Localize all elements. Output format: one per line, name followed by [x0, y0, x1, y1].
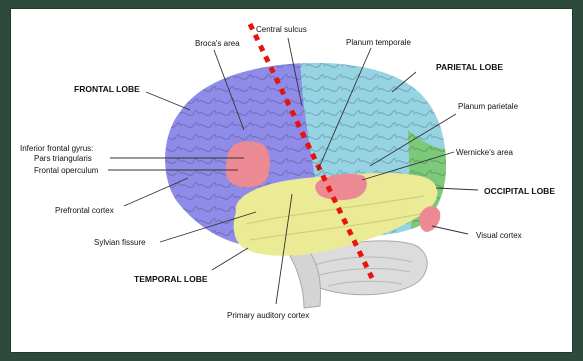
- label-frontal-lobe: FRONTAL LOBE: [74, 84, 140, 94]
- label-prefrontal-cortex: Prefrontal cortex: [55, 206, 114, 215]
- label-inferior-frontal-gyrus: Inferior frontal gyrus:: [20, 144, 93, 153]
- label-temporal-lobe: TEMPORAL LOBE: [134, 274, 208, 284]
- label-planum-parietale: Planum parietale: [458, 102, 519, 111]
- brocas-area-region: [226, 141, 270, 187]
- label-frontal-operculum: Frontal operculum: [34, 166, 99, 175]
- label-sylvian-fissure: Sylvian fissure: [94, 238, 146, 247]
- label-planum-temporale: Planum temporale: [346, 38, 411, 47]
- label-central-sulcus: Central sulcus: [256, 25, 307, 34]
- label-visual-cortex: Visual cortex: [476, 231, 522, 240]
- label-brocas-area: Broca's area: [195, 39, 240, 48]
- label-primary-auditory-cortex: Primary auditory cortex: [227, 311, 309, 320]
- label-wernickes-area: Wernicke's area: [456, 148, 514, 157]
- label-occipital-lobe: OCCIPITAL LOBE: [484, 186, 555, 196]
- label-parietal-lobe: PARIETAL LOBE: [436, 62, 503, 72]
- label-pars-triangularis: Pars triangularis: [34, 154, 92, 163]
